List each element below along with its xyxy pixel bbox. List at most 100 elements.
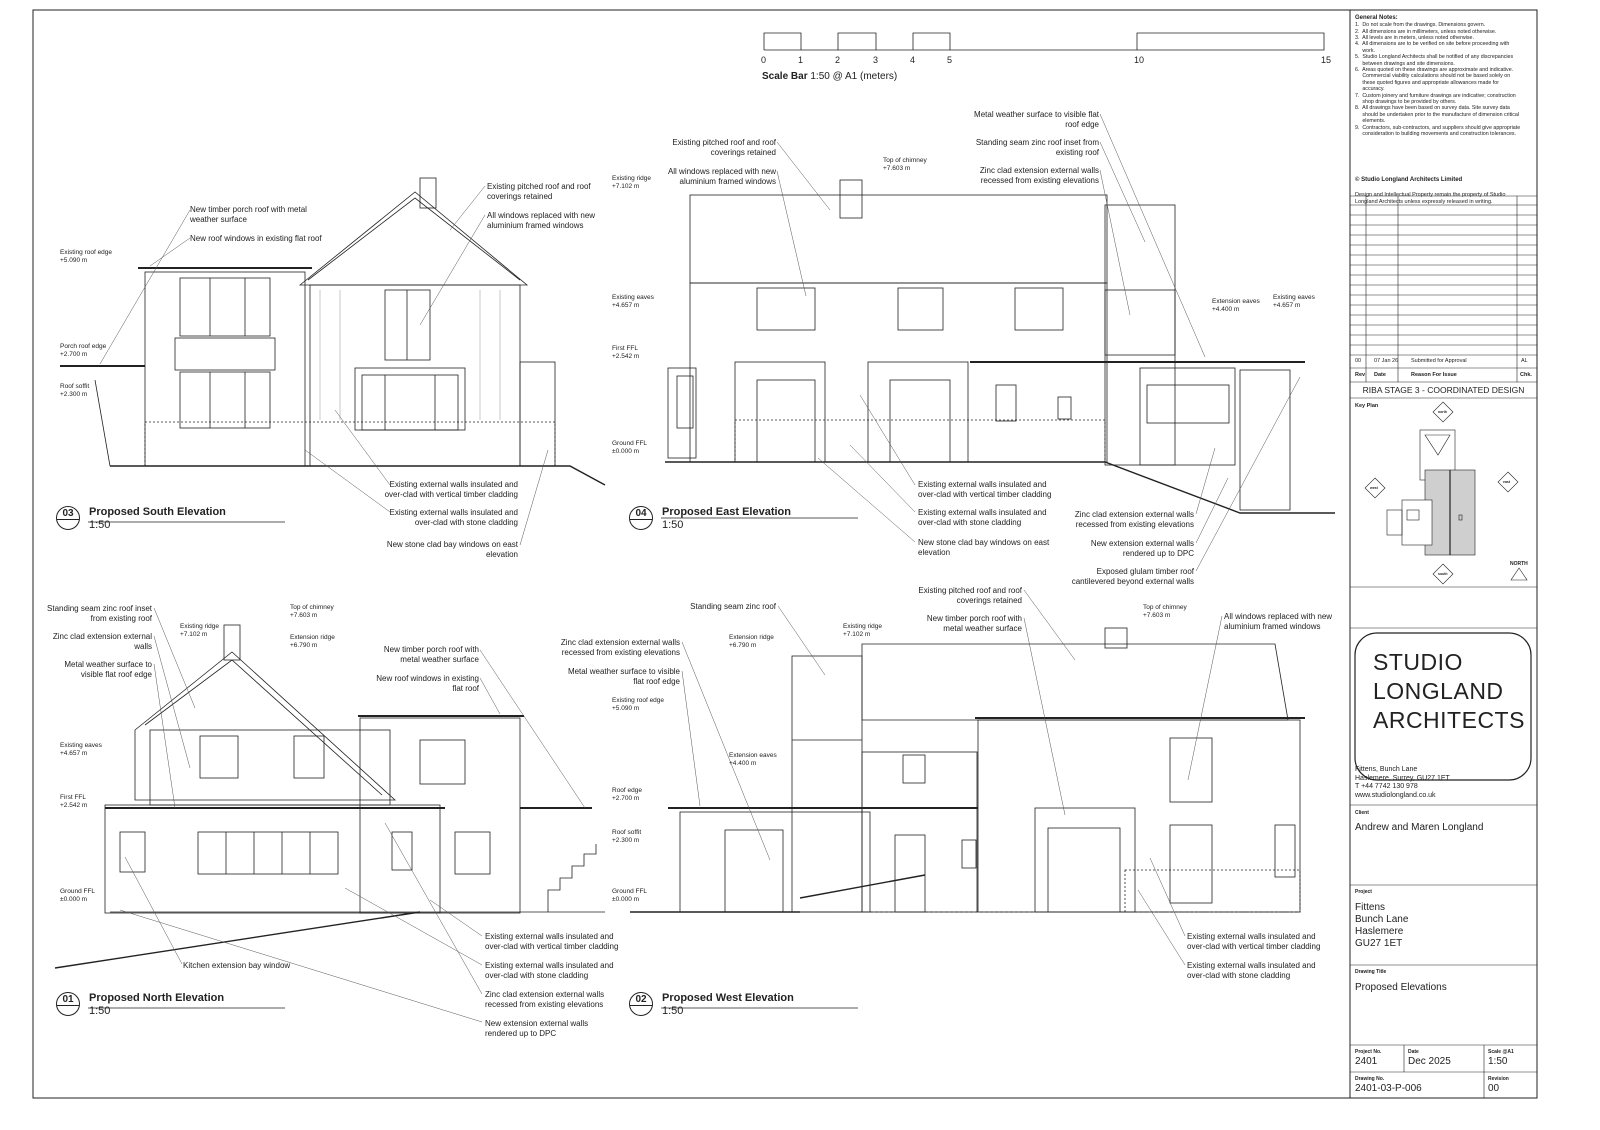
drawing-title: Proposed Elevations xyxy=(1355,982,1447,993)
level-marker-west: Ground FFL ±0.000 m xyxy=(612,888,648,903)
annotation-north: Zinc clad extension external walls xyxy=(52,632,152,651)
annotation-north: New timber porch roof with metal weather… xyxy=(383,645,479,664)
view-scale-north: 1:50 xyxy=(89,1005,111,1017)
annotation-east: Existing external walls insulated and ov… xyxy=(918,480,1052,499)
annotation-south: All windows replaced with new aluminium … xyxy=(487,211,596,230)
scale-bar-tick: 15 xyxy=(1321,55,1332,65)
logo-line-2: LONGLAND xyxy=(1373,678,1504,704)
level-marker-south: Roof soffit +2.300 m xyxy=(60,383,90,398)
general-note: 3. All levels are in meters, unless note… xyxy=(1355,35,1474,42)
annotation-east: Existing external walls insulated and ov… xyxy=(918,508,1047,527)
scale-bar-tick: 1 xyxy=(798,55,804,65)
annotation-south: New timber porch roof with metal weather… xyxy=(190,205,307,224)
general-note: 5. Studio Longland Architects shall be n… xyxy=(1355,54,1514,67)
client-name: Andrew and Maren Longland xyxy=(1355,822,1484,833)
drawing-no: 2401-03-P-006 xyxy=(1355,1083,1422,1094)
key-marker-north: north xyxy=(1438,410,1447,414)
level-marker-west: Extension eaves +4.400 m xyxy=(729,752,777,767)
view-scale-east: 1:50 xyxy=(662,519,684,531)
general-note: 8. All drawings have been based on surve… xyxy=(1355,105,1519,125)
annotation-east: Zinc clad extension external walls reces… xyxy=(979,166,1099,185)
scale-bar-tick: 3 xyxy=(873,55,879,65)
level-marker-east: Existing ridge +7.102 m xyxy=(612,175,652,190)
annotation-north: New roof windows in existing flat roof xyxy=(376,674,479,693)
level-marker-north: Existing ridge +7.102 m xyxy=(180,623,220,638)
annotation-north: Existing external walls insulated and ov… xyxy=(485,932,619,951)
revision-value: 00 xyxy=(1488,1083,1500,1094)
view-title-south: Proposed South Elevation xyxy=(89,506,226,518)
annotation-north: New extension external walls rendered up… xyxy=(485,1019,589,1038)
rev-header-rev: Rev xyxy=(1355,372,1366,378)
level-marker-west: Roof edge +2.700 m xyxy=(612,787,642,802)
studio-logo: STUDIO LONGLAND ARCHITECTS xyxy=(1373,648,1525,735)
scale-bar-label: Scale Bar 1:50 @ A1 (meters) xyxy=(762,71,897,82)
annotation-south: New stone clad bay windows on east eleva… xyxy=(386,540,518,559)
title-block-lines xyxy=(1350,195,1537,1098)
annotation-west: New timber porch roof with metal weather… xyxy=(926,614,1022,633)
annotation-leaders xyxy=(99,113,1301,1023)
south-elevation xyxy=(60,177,606,523)
north-elevation xyxy=(54,624,605,1009)
annotation-north: Existing external walls insulated and ov… xyxy=(485,961,614,980)
copyright-heading: © Studio Longland Architects Limited xyxy=(1355,177,1463,184)
scale-bar-tick: 5 xyxy=(947,55,953,65)
logo-line-3: ARCHITECTS xyxy=(1373,707,1525,733)
level-marker-north: Ground FFL ±0.000 m xyxy=(60,888,96,903)
annotation-north: Metal weather surface to visible flat ro… xyxy=(64,660,152,679)
scale-bar-tick: 4 xyxy=(910,55,916,65)
scale-bar-tick: 0 xyxy=(761,55,767,65)
level-marker-east: Top of chimney +7.603 m xyxy=(883,157,927,172)
rev-row-reason: Submitted for Approval xyxy=(1411,358,1467,364)
annotation-south: Existing external walls insulated and ov… xyxy=(384,480,518,499)
annotation-west: Existing external walls insulated and ov… xyxy=(1187,932,1321,951)
annotation-east: All windows replaced with new aluminium … xyxy=(667,167,776,186)
level-marker-north: Top of chimney +7.603 m xyxy=(290,604,334,619)
level-marker-west: Extension ridge +6.790 m xyxy=(729,634,774,649)
annotation-north: Kitchen extension bay window xyxy=(183,961,291,970)
key-marker-south: south xyxy=(1438,572,1448,576)
annotation-south: Existing pitched roof and roof coverings… xyxy=(487,182,591,201)
east-elevation xyxy=(661,179,1335,519)
rev-row-rev: 00 xyxy=(1355,358,1362,364)
annotation-east: Zinc clad extension external walls reces… xyxy=(1074,510,1194,529)
general-note: 4. All dimensions are to be verified on … xyxy=(1355,41,1510,54)
annotation-west: Metal weather surface to visible flat ro… xyxy=(567,667,680,686)
level-marker-south: Existing roof edge +5.090 m xyxy=(60,249,113,264)
level-marker-east: Extension eaves +4.400 m xyxy=(1212,298,1260,313)
sheet-border xyxy=(32,9,1538,1099)
annotation-east: Exposed glulam timber roof cantilevered … xyxy=(1071,567,1194,586)
annotation-north: Zinc clad extension external walls reces… xyxy=(485,990,605,1009)
date-value: Dec 2025 xyxy=(1408,1056,1451,1067)
date-label: Date xyxy=(1408,1049,1419,1055)
level-marker-north: Existing eaves +4.657 m xyxy=(60,742,102,757)
view-title-north: Proposed North Elevation xyxy=(89,992,225,1004)
drawing-no-label: Drawing No. xyxy=(1355,1076,1385,1082)
level-marker-south: Porch roof edge +2.700 m xyxy=(60,343,107,358)
annotation-west: Standing seam zinc roof xyxy=(690,602,776,611)
rev-header-reason: Reason For Issue xyxy=(1411,372,1457,378)
level-marker-west: Top of chimney +7.603 m xyxy=(1143,604,1187,619)
notes-list: 1. Do not scale from the drawings. Dimen… xyxy=(1355,22,1535,137)
project-address: Fittens Bunch Lane Haslemere GU27 1ET xyxy=(1355,902,1409,949)
client-label: Client xyxy=(1355,810,1369,816)
annotation-west: Zinc clad extension external walls reces… xyxy=(560,638,680,657)
copyright-text: Design and Intellectual Property remain … xyxy=(1355,191,1506,205)
west-elevation xyxy=(630,627,1305,1009)
revision-label: Revision xyxy=(1488,1076,1509,1082)
key-plan-graphic xyxy=(1364,401,1528,585)
annotation-north: Standing seam zinc roof inset from exist… xyxy=(47,604,152,623)
level-marker-east: Existing eaves +4.657 m xyxy=(1273,294,1315,309)
studio-address: Fittens, Bunch Lane Haslemere, Surrey, G… xyxy=(1355,766,1450,799)
scale-bar-tick: 2 xyxy=(835,55,841,65)
annotation-west: All windows replaced with new aluminium … xyxy=(1224,612,1333,631)
key-plan-label: Key Plan xyxy=(1355,403,1379,409)
view-number-west: 02 xyxy=(629,992,653,1016)
general-note: 2. All dimensions are in millimeters, un… xyxy=(1355,28,1497,35)
level-marker-north: First FFL +2.542 m xyxy=(60,794,88,809)
rev-row-chk: AL xyxy=(1521,358,1528,364)
general-note: 7. Custom joinery and furniture drawings… xyxy=(1355,92,1516,106)
level-marker-east: Ground FFL ±0.000 m xyxy=(612,440,648,455)
annotation-east: Metal weather surface to visible flat ro… xyxy=(974,110,1099,129)
